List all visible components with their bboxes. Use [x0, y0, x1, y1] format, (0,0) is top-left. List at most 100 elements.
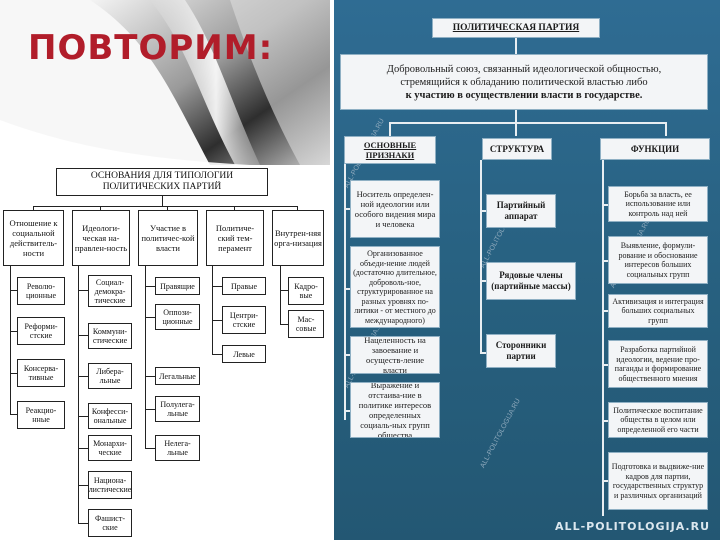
connector — [515, 38, 517, 54]
typology-column-label: Идеологи-ческая на-правлен-ность — [72, 210, 130, 266]
typology-item: Револю-ционные — [17, 277, 65, 305]
watermark: ALL-POLITOLOGIJA.RU — [479, 397, 522, 470]
typology-item: Нелега-льные — [155, 435, 200, 461]
typology-column-label: Участие в политичес-кой власти — [138, 210, 198, 266]
party-title: ПОЛИТИЧЕСКАЯ ПАРТИЯ — [432, 18, 600, 38]
connector — [212, 354, 222, 355]
function-item: Разработка партийной идеологии, ведение … — [608, 340, 708, 388]
connector — [33, 206, 297, 207]
connector — [78, 485, 88, 486]
connector — [344, 208, 350, 210]
site-watermark: ALL-POLITOLOGIJA.RU — [555, 520, 710, 533]
connector — [602, 364, 608, 366]
typology-column-label: Отношение к социальной действитель-ности — [3, 210, 64, 266]
connector — [212, 320, 222, 321]
structure-item: Партийный аппарат — [486, 194, 556, 228]
connector — [280, 266, 281, 324]
connector — [78, 266, 79, 524]
connector — [145, 266, 146, 448]
connector — [665, 122, 667, 136]
connector — [602, 480, 608, 482]
connector — [344, 410, 350, 412]
typology-item: Конфесси-ональные — [88, 403, 132, 429]
party-definition: Добровольный союз, связанный идеологичес… — [340, 54, 708, 110]
connector — [10, 266, 11, 414]
connector — [344, 288, 350, 290]
connector — [212, 266, 213, 354]
connector — [145, 448, 155, 449]
connector — [602, 260, 608, 262]
connector — [78, 448, 88, 449]
connector — [78, 376, 88, 377]
typology-item: Оппози-ционные — [155, 304, 200, 330]
feature-item: Выражение и отстаива-ние в политике инте… — [350, 382, 440, 438]
typology-item: Правящие — [155, 277, 200, 295]
connector — [515, 110, 517, 122]
connector — [78, 335, 88, 336]
typology-column-label: Политиче-ский тем-перамент — [206, 210, 264, 266]
connector — [145, 376, 155, 377]
connector — [78, 523, 88, 524]
typology-item: Центри-стские — [222, 306, 266, 334]
connector — [10, 290, 17, 291]
connector — [10, 414, 17, 415]
connector — [344, 354, 350, 356]
typology-item: Реакцио-нные — [17, 401, 65, 429]
typology-item: Консерва-тивные — [17, 359, 65, 387]
connector — [480, 280, 486, 282]
connector — [280, 324, 288, 325]
function-item: Подготовка и выдвиже-ние кадров для парт… — [608, 452, 708, 510]
connector — [602, 420, 608, 422]
connector — [480, 210, 486, 212]
typology-item: Легальные — [155, 367, 200, 385]
typology-item: Левые — [222, 345, 266, 363]
connector — [389, 122, 665, 124]
connector — [344, 164, 346, 420]
connector — [145, 286, 155, 287]
connector — [602, 310, 608, 312]
connector — [78, 416, 88, 417]
typology-header: ОСНОВАНИЯ ДЛЯ ТИПОЛОГИИ ПОЛИТИЧЕСКИХ ПАР… — [56, 168, 268, 196]
typology-item: Социал-демокра-тические — [88, 275, 132, 307]
function-item: Политическое воспитание общества в целом… — [608, 402, 708, 438]
political-party-panel: ALL-POLITOLOGIJA.RU ALL-POLITOLOGIJA.RU … — [334, 0, 720, 540]
definition-line: к участию в осуществлении власти в госуд… — [405, 89, 643, 101]
typology-item: Фашист-ские — [88, 509, 132, 537]
connector — [515, 122, 517, 136]
connector — [212, 286, 222, 287]
connector — [280, 290, 288, 291]
typology-item: Полулега-льные — [155, 396, 200, 422]
feature-item: Нацеленность на завоевание и осуществ-ле… — [350, 336, 440, 374]
connector — [10, 331, 17, 332]
typology-item: Монархи-ческие — [88, 435, 132, 461]
structure-header: СТРУКТУРА — [482, 138, 552, 160]
typology-diagram: ОСНОВАНИЯ ДЛЯ ТИПОЛОГИИ ПОЛИТИЧЕСКИХ ПАР… — [0, 165, 330, 540]
connector — [10, 373, 17, 374]
typology-item: Правые — [222, 277, 266, 295]
definition-line: стремящийся к обладанию политической вла… — [400, 76, 648, 88]
features-header: ОСНОВНЫЕ ПРИЗНАКИ — [344, 136, 436, 164]
connector — [389, 122, 391, 136]
typology-item: Национа-листические — [88, 471, 132, 499]
connector — [297, 206, 298, 210]
connector — [602, 204, 608, 206]
connector — [100, 206, 101, 210]
connector — [480, 160, 482, 352]
connector — [234, 206, 235, 210]
feature-item: Носитель определен-ной идеологии или осо… — [350, 180, 440, 238]
function-item: Борьба за власть, ее использование или к… — [608, 186, 708, 222]
typology-item: Кадро-вые — [288, 277, 324, 305]
typology-column-label: Внутрен-няя орга-низация — [272, 210, 324, 266]
definition-line: Добровольный союз, связанный идеологичес… — [386, 63, 662, 75]
connector — [162, 196, 163, 206]
connector — [602, 160, 604, 516]
connector — [145, 317, 155, 318]
connector — [480, 352, 486, 354]
structure-item: Сторонники партии — [486, 334, 556, 368]
connector — [33, 206, 34, 210]
connector — [167, 206, 168, 210]
decorative-swirl — [0, 0, 330, 165]
typology-item: Либера-льные — [88, 363, 132, 389]
typology-item: Коммуни-стические — [88, 323, 132, 349]
connector — [145, 409, 155, 410]
